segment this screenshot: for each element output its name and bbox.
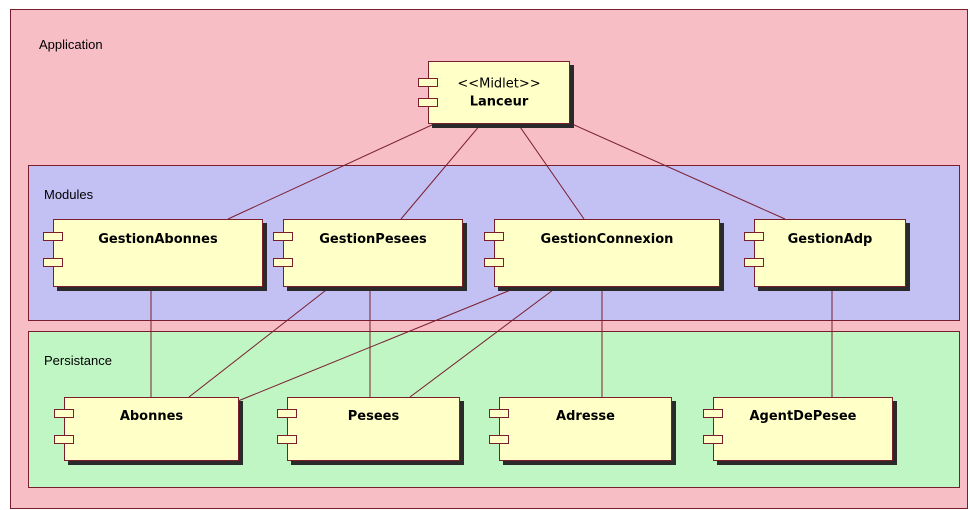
- component-port-icon: [703, 409, 723, 418]
- component-agentdepesee-name: AgentDePesee: [749, 409, 857, 424]
- component-lanceur[interactable]: <<Midlet>> Lanceur: [418, 61, 570, 124]
- component-abonnes[interactable]: Abonnes: [54, 397, 239, 461]
- component-adresse-name: Adresse: [556, 409, 615, 424]
- component-agentdepesee[interactable]: AgentDePesee: [703, 397, 893, 461]
- link-gestionpesees-abonnes: [188, 286, 331, 398]
- component-port-icon: [54, 435, 74, 444]
- component-port-icon: [418, 78, 438, 87]
- component-gestionabonnes-name: GestionAbonnes: [98, 232, 218, 247]
- link-lanceur-gestionadp: [571, 123, 786, 220]
- link-lanceur-gestionconnexion: [517, 123, 585, 220]
- component-port-icon: [484, 232, 504, 241]
- component-port-icon: [277, 409, 297, 418]
- component-adresse[interactable]: Adresse: [489, 397, 672, 461]
- package-modules-label: Modules: [44, 187, 94, 202]
- component-gestionpesees[interactable]: GestionPesees: [273, 219, 463, 287]
- package-application-label: Application: [39, 37, 103, 52]
- package-persistance-label: Persistance: [44, 353, 112, 368]
- component-gestionabonnes[interactable]: GestionAbonnes: [43, 219, 263, 287]
- component-port-icon: [43, 258, 63, 267]
- link-gestionconnexion-pesees: [409, 286, 558, 398]
- component-port-icon: [54, 409, 74, 418]
- component-port-icon: [703, 435, 723, 444]
- link-lanceur-gestionpesees: [400, 123, 482, 220]
- component-port-icon: [484, 258, 504, 267]
- component-port-icon: [273, 258, 293, 267]
- component-port-icon: [744, 258, 764, 267]
- component-gestionpesees-name: GestionPesees: [319, 232, 427, 247]
- link-gestionconnexion-abonnes: [237, 286, 519, 402]
- component-port-icon: [418, 98, 438, 107]
- component-gestionadp-name: GestionAdp: [787, 232, 873, 247]
- component-port-icon: [489, 435, 509, 444]
- component-port-icon: [489, 409, 509, 418]
- component-gestionconnexion[interactable]: GestionConnexion: [484, 219, 720, 287]
- component-pesees-name: Pesees: [347, 409, 400, 424]
- component-lanceur-stereotype: <<Midlet>>: [457, 76, 541, 91]
- component-gestionadp[interactable]: GestionAdp: [744, 219, 906, 287]
- component-port-icon: [43, 232, 63, 241]
- component-port-icon: [277, 435, 297, 444]
- component-abonnes-name: Abonnes: [119, 409, 184, 424]
- component-port-icon: [273, 232, 293, 241]
- component-lanceur-name: Lanceur: [469, 94, 529, 109]
- component-gestionconnexion-name: GestionConnexion: [540, 232, 674, 247]
- component-port-icon: [744, 232, 764, 241]
- component-pesees[interactable]: Pesees: [277, 397, 460, 461]
- link-lanceur-gestionabonnes: [227, 123, 435, 220]
